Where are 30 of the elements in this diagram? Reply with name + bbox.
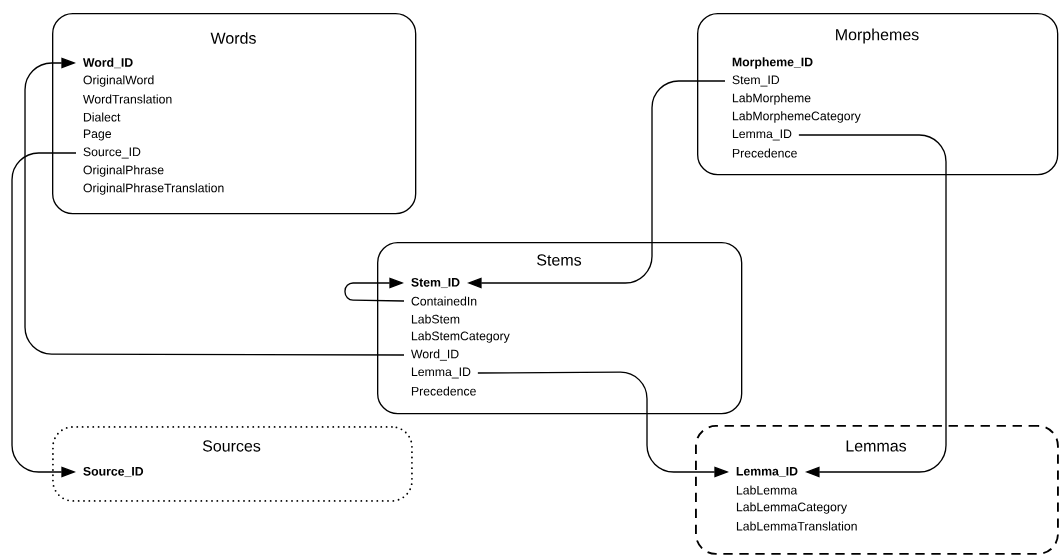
field-name: Stem_ID [411, 277, 460, 289]
field-name: OriginalPhrase [83, 165, 164, 177]
field-name: ContainedIn [411, 296, 477, 306]
field-name: Source_ID [83, 147, 141, 159]
field-name: Dialect [83, 112, 121, 122]
connector-arrow [11, 152, 77, 478]
field-name: Morpheme_ID [732, 57, 813, 69]
field-name: LabMorphemeCategory [732, 111, 861, 123]
field-name: Precedence [732, 148, 797, 158]
field-name: LabMorpheme [732, 93, 811, 105]
connector-arrow [798, 134, 947, 478]
field-name: LabStem [411, 314, 460, 324]
field-name: Stem_ID [732, 75, 780, 87]
field-name: OriginalPhraseTranslation [83, 183, 224, 195]
field-name: WordTranslation [83, 94, 172, 104]
connector-arrow [344, 277, 405, 302]
field-name: Precedence [411, 386, 476, 396]
field-name: Page [83, 129, 112, 141]
field-name: Lemma_ID [411, 367, 471, 379]
field-name: Lemma_ID [732, 129, 792, 141]
field-name: LabStemCategory [411, 331, 510, 343]
field-name: LabLemmaCategory [736, 502, 848, 514]
field-name: LabLemma [736, 485, 798, 495]
connector-arrow [24, 57, 405, 356]
field-name: OriginalWord [83, 75, 154, 87]
field-name: Source_ID [83, 466, 144, 478]
field-name: LabLemmaTranslation [736, 521, 857, 531]
field-name: Word_ID [82, 57, 133, 69]
field-name: Lemma_ID [736, 467, 798, 477]
field-name: Word_ID [411, 349, 459, 361]
